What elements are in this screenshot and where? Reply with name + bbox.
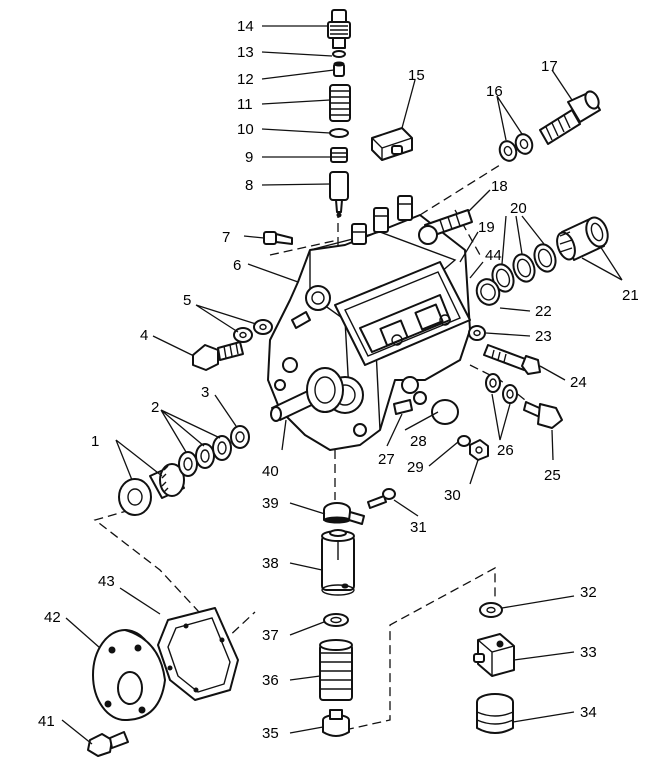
part-32-washer: [479, 602, 503, 618]
part-5-washers: [233, 311, 311, 343]
part-29-washer: [457, 435, 471, 447]
part-4-bolt: [192, 341, 244, 371]
callout-26: 26: [497, 442, 514, 459]
callout-35: 35: [262, 725, 279, 742]
part-14-valve-holder: [327, 9, 351, 49]
part-36-spring: [319, 639, 353, 701]
part-31-screw: [367, 488, 396, 509]
callout-7: 7: [222, 229, 230, 246]
callout-13: 13: [237, 44, 254, 61]
callout-4: 4: [140, 327, 148, 344]
callout-14: 14: [237, 18, 254, 35]
callout-33: 33: [580, 644, 597, 661]
callout-40: 40: [262, 463, 279, 480]
part-35-spring-seat: [322, 709, 350, 737]
part-12-valve: [333, 61, 345, 77]
part-19-cover-gasket: [334, 261, 471, 366]
part-42-adapter: [92, 629, 166, 721]
callout-5: 5: [183, 292, 191, 309]
callout-11: 11: [237, 96, 253, 113]
callout-12: 12: [237, 71, 254, 88]
callout-29: 29: [407, 459, 424, 476]
leader-lines: [61, 25, 623, 745]
callout-28: 28: [410, 433, 427, 450]
callout-8: 8: [245, 177, 253, 194]
part-9-valve-seat: [330, 147, 348, 163]
part-17-banjo-bolt: [539, 90, 601, 145]
part-25-bolt: [523, 401, 563, 429]
part-10-washer: [329, 128, 349, 138]
callout-20: 20: [510, 200, 527, 217]
callout-18: 18: [491, 178, 508, 195]
callout-15: 15: [408, 67, 425, 84]
callout-32: 32: [580, 584, 597, 601]
callout-25: 25: [544, 467, 561, 484]
part-2-shims: [178, 435, 232, 477]
part-38-sleeve: [321, 529, 355, 596]
part-44-ring: [475, 278, 501, 306]
part-18-bolt: [418, 209, 473, 245]
callout-42: 42: [44, 609, 61, 626]
part-43-gasket: [157, 607, 239, 701]
part-33-block: [473, 633, 515, 677]
callout-9: 9: [245, 149, 253, 166]
callout-36: 36: [262, 672, 279, 689]
part-15-clamp: [371, 127, 413, 161]
callout-22: 22: [535, 303, 552, 320]
callout-39: 39: [262, 495, 279, 512]
part-27-fitting: [393, 376, 427, 415]
callout-27: 27: [378, 451, 395, 468]
callout-23: 23: [535, 328, 552, 345]
part-37-washer: [323, 613, 349, 627]
callout-30: 30: [444, 487, 461, 504]
part-39-collar: [323, 502, 365, 525]
part-30-nut: [469, 439, 489, 461]
callout-31: 31: [410, 519, 427, 536]
part-16-washers: [498, 133, 534, 162]
callout-37: 37: [262, 627, 279, 644]
part-11-spring: [329, 84, 351, 122]
callout-6: 6: [233, 257, 241, 274]
callout-19: 19: [478, 219, 495, 236]
part-8-plunger: [329, 171, 349, 218]
callout-21: 21: [622, 287, 639, 304]
callout-10: 10: [237, 121, 254, 138]
part-23-washer: [468, 325, 486, 341]
part-34-cap: [476, 693, 514, 734]
part-21-sleeve: [556, 216, 609, 261]
part-26-washers: [485, 373, 518, 404]
part-28-plug: [431, 399, 459, 425]
callout-2: 2: [151, 399, 159, 416]
callout-3: 3: [201, 384, 209, 401]
callout-24: 24: [570, 374, 587, 391]
part-3-washer: [230, 425, 250, 449]
part-40-shaft: [270, 367, 344, 422]
part-41-bolt: [87, 731, 129, 757]
part-24-long-bolt: [483, 344, 541, 375]
housing-top-fittings: [351, 195, 413, 245]
callout-labels: 14 13 12 11 10 9 8 7 6 5 4 3 2 1 15 16 1…: [38, 18, 639, 742]
callout-43: 43: [98, 573, 115, 590]
callout-1: 1: [91, 433, 99, 450]
part-7-screw: [263, 231, 293, 245]
callout-44: 44: [485, 247, 502, 264]
callout-38: 38: [262, 555, 279, 572]
callout-17: 17: [541, 58, 558, 75]
callout-41: 41: [38, 713, 55, 730]
callout-16: 16: [486, 83, 503, 100]
callout-34: 34: [580, 704, 597, 721]
part-13-seal: [332, 50, 346, 58]
